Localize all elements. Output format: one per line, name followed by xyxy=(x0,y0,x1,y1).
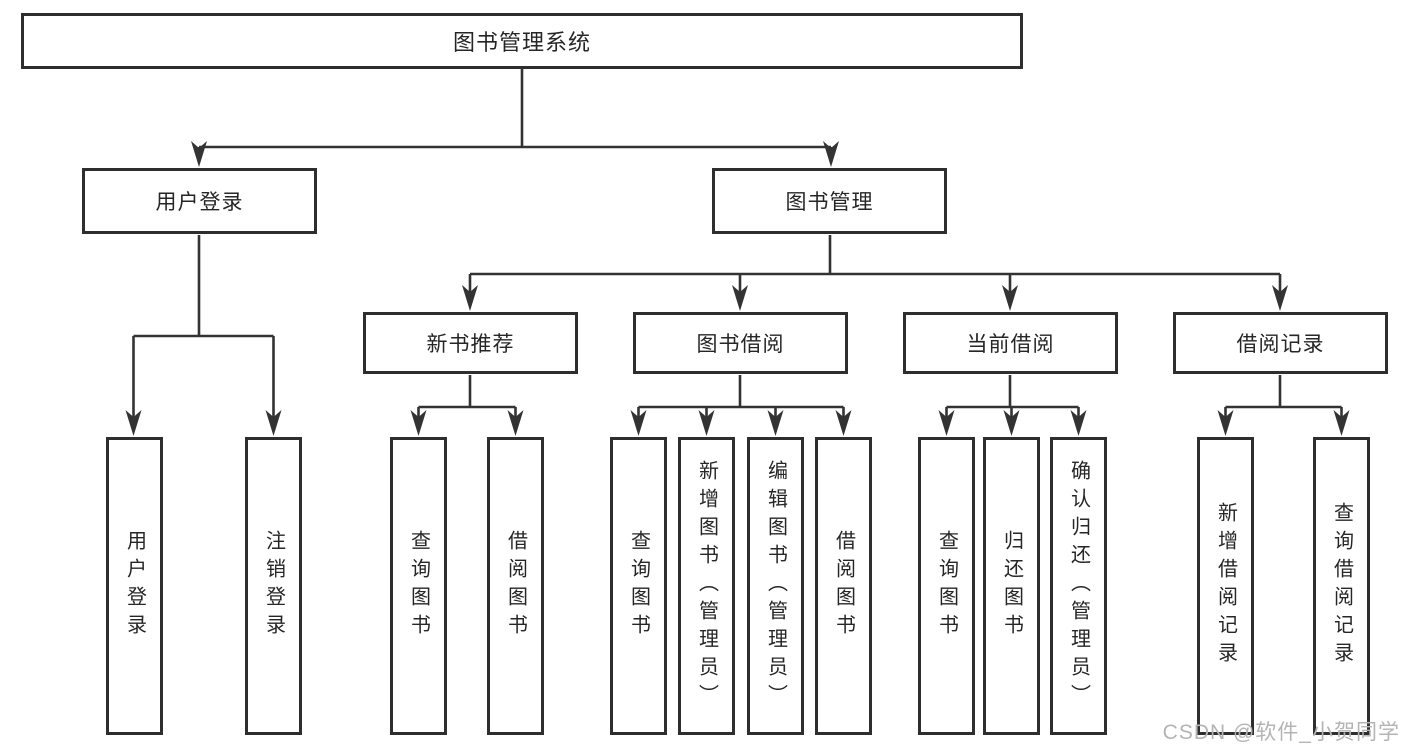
node-current-borrow-label: 当前借阅 xyxy=(966,333,1055,356)
node-user-login: 用户登录 xyxy=(82,168,317,234)
node-book-borrow: 图书借阅 xyxy=(633,312,848,374)
leaf-query-books-recommend-label: 查询图书 xyxy=(407,530,430,642)
leaf-query-borrow-record-label: 查询借阅记录 xyxy=(1330,502,1353,670)
leaf-return-book: 归还图书 xyxy=(983,437,1040,735)
leaf-return-book-label: 归还图书 xyxy=(1000,530,1023,642)
node-current-borrow: 当前借阅 xyxy=(903,312,1118,374)
node-user-login-label: 用户登录 xyxy=(155,191,244,214)
leaf-add-borrow-record-label: 新增借阅记录 xyxy=(1214,502,1237,670)
watermark: CSDN @软件_小贺同学 xyxy=(1162,721,1400,744)
leaf-edit-book-admin-label: 编辑图书（管理员） xyxy=(764,460,787,712)
node-borrow-records-label: 借阅记录 xyxy=(1236,333,1325,356)
node-borrow-records: 借阅记录 xyxy=(1173,312,1388,374)
arrowheads xyxy=(125,141,1350,436)
node-book-management: 图书管理 xyxy=(712,168,947,234)
leaf-borrow-books-recommend-label: 借阅图书 xyxy=(504,530,527,642)
leaf-add-book-admin-label: 新增图书（管理员） xyxy=(695,460,718,712)
leaf-user-login: 用户登录 xyxy=(106,437,163,735)
node-new-book-recommend-label: 新书推荐 xyxy=(426,333,515,356)
leaf-query-borrow-record: 查询借阅记录 xyxy=(1313,437,1370,735)
node-book-management-label: 图书管理 xyxy=(785,191,874,214)
leaf-query-books-borrow: 查询图书 xyxy=(610,437,667,735)
leaf-query-books-current: 查询图书 xyxy=(918,437,975,735)
leaf-confirm-return-admin: 确认归还（管理员） xyxy=(1050,437,1107,735)
leaf-user-login-label: 用户登录 xyxy=(123,530,146,642)
node-book-borrow-label: 图书借阅 xyxy=(696,333,785,356)
leaf-query-books-borrow-label: 查询图书 xyxy=(627,530,650,642)
leaf-edit-book-admin: 编辑图书（管理员） xyxy=(747,437,804,735)
leaf-borrow-books-2: 借阅图书 xyxy=(815,437,872,735)
leaf-logout-label: 注销登录 xyxy=(262,530,285,642)
leaf-logout: 注销登录 xyxy=(245,437,302,735)
leaf-query-books-recommend: 查询图书 xyxy=(390,437,447,735)
leaf-add-borrow-record: 新增借阅记录 xyxy=(1197,437,1254,735)
node-root-label: 图书管理系统 xyxy=(452,30,591,55)
node-root-system: 图书管理系统 xyxy=(21,13,1023,69)
leaf-borrow-books-2-label: 借阅图书 xyxy=(832,530,855,642)
leaf-borrow-books-recommend: 借阅图书 xyxy=(487,437,544,735)
leaf-add-book-admin: 新增图书（管理员） xyxy=(678,437,735,735)
leaf-query-books-current-label: 查询图书 xyxy=(935,530,958,642)
node-new-book-recommend: 新书推荐 xyxy=(363,312,578,374)
leaf-confirm-return-admin-label: 确认归还（管理员） xyxy=(1067,460,1090,712)
